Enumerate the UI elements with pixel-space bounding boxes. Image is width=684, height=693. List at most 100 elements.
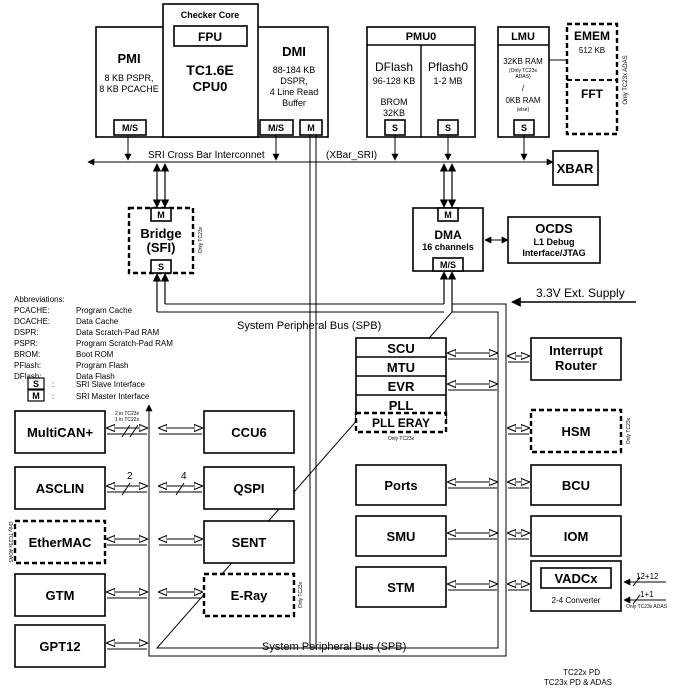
lmu-ram1: 32KB RAM xyxy=(503,57,543,66)
pmi-label: PMI xyxy=(117,51,140,66)
dflash-size: 96-128 KB xyxy=(373,76,416,86)
qspi-block xyxy=(203,466,295,510)
lmu-s-port-label: S xyxy=(521,123,527,133)
dma-m-port-label: M xyxy=(444,210,452,220)
ports-block xyxy=(355,464,447,506)
fft-label: FFT xyxy=(581,87,604,101)
xbar-label: XBAR xyxy=(557,161,594,176)
abbr-key-1: DCACHE: xyxy=(14,317,50,326)
dma-ms-port xyxy=(432,257,464,272)
abbr-master-value: SRI Master Interface xyxy=(76,392,150,401)
bridge-m-port-label: M xyxy=(157,210,165,220)
center-stack-frame xyxy=(355,337,447,420)
dmi-line4: Buffer xyxy=(282,98,306,108)
abbr-slave-box xyxy=(27,377,45,390)
dma-block: M DMA 16 channels M/S xyxy=(412,163,509,312)
hsm-block xyxy=(529,408,623,454)
lmu-ram2: 0KB RAM xyxy=(505,96,540,105)
pll-eray-block xyxy=(354,411,448,434)
sent-block xyxy=(203,520,295,564)
gtm-label: GTM xyxy=(46,588,75,603)
lmu-note3: (else) xyxy=(517,107,530,113)
hsm-label: HSM xyxy=(562,424,591,439)
multican-block xyxy=(14,410,106,454)
dmi-ms-port-label: M/S xyxy=(268,123,284,133)
pll-eray-label: PLL ERAY xyxy=(372,416,430,430)
abbreviations-legend: Abbreviations: PCACHE: Program Cache DCA… xyxy=(14,295,173,402)
vadc-label: VADCx xyxy=(554,571,598,586)
ccu6-label: CCU6 xyxy=(231,425,266,440)
pll-eray-note: Only TC23x xyxy=(388,436,415,442)
abbr-slave-key: S xyxy=(33,379,39,389)
abbr-value-4: Boot ROM xyxy=(76,350,114,359)
ethermac-note: Only TC23x ADAS xyxy=(7,521,13,563)
pflash-size: 1-2 MB xyxy=(433,76,462,86)
qspi-lanes: 4 xyxy=(181,471,187,482)
sri-bus-label: SRI Cross Bar Interconnet xyxy=(148,150,265,161)
mtu-label: MTU xyxy=(387,360,415,375)
abbr-key-4: BROM: xyxy=(14,350,40,359)
spb-bus: System Peripheral Bus (SPB) System Perip… xyxy=(145,303,507,657)
ocds-block: OCDS L1 Debug Interface/JTAG xyxy=(507,216,601,264)
footer: TC22x PD TC23x PD & ADAS xyxy=(544,668,612,687)
center-blocks: Ports SMU STM xyxy=(355,464,497,608)
abbr-key-3: PSPR: xyxy=(14,339,38,348)
interrupt-router-line1: Interrupt xyxy=(549,343,603,358)
dmi-line3: 4 Line Read xyxy=(270,87,319,97)
pmi-line1: 8 KB PSPR, xyxy=(104,73,153,83)
dmi-line1: 88-184 KB xyxy=(273,65,316,75)
footer-line2: TC23x PD & ADAS xyxy=(544,678,612,687)
multican-label: MultiCAN+ xyxy=(27,425,93,440)
abbr-key-6: DFlash: xyxy=(14,372,42,381)
cpu-sub-label: CPU0 xyxy=(193,79,228,94)
brom-label: BROM xyxy=(381,97,408,107)
multican-note2: 1 in TC22x xyxy=(115,417,140,423)
iom-block xyxy=(530,515,622,557)
scu-label: SCU xyxy=(387,341,414,356)
ccu6-block xyxy=(203,410,295,454)
abbr-value-0: Program Cache xyxy=(76,306,133,315)
supply-indicator: 3.3V Ext. Supply xyxy=(511,286,636,307)
asclin-label: ASCLIN xyxy=(36,481,84,496)
ethermac-label: EtherMAC xyxy=(29,535,92,550)
brom-size: 32KB xyxy=(383,108,405,118)
emem-fft-block: EMEM 512 KB FFT Only TC23x ADAS xyxy=(549,22,629,136)
dma-sub-label: 16 channels xyxy=(422,242,474,252)
bridge-note: Only TC23x xyxy=(198,226,204,253)
right-column: Interrupt Router HSM Only TC23x BCU IOM … xyxy=(508,337,668,612)
abbr-value-3: Program Scratch-Pad RAM xyxy=(76,339,173,348)
vadc-input1: 12+12 xyxy=(636,572,659,581)
pflash-s-port-label: S xyxy=(445,123,451,133)
asclin-block xyxy=(14,466,106,510)
supply-label: 3.3V Ext. Supply xyxy=(536,286,625,300)
ports-label: Ports xyxy=(384,478,417,493)
dmi-m-port xyxy=(299,119,323,136)
lmu-note2: ADAS) xyxy=(515,74,531,80)
vadc-input2-note: Only TC23x ADAS xyxy=(626,604,668,610)
dma-label: DMA xyxy=(434,228,462,242)
dma-ms-port-label: M/S xyxy=(440,260,456,270)
sent-label: SENT xyxy=(232,535,267,550)
abbreviations-title: Abbreviations: xyxy=(14,295,65,304)
pmu-title: PMU0 xyxy=(406,31,437,43)
dflash-label: DFlash xyxy=(375,60,413,74)
iom-label: IOM xyxy=(564,529,589,544)
ocds-line1: L1 Debug xyxy=(533,237,574,247)
sri-bus-name: (XBar_SRI) xyxy=(326,150,377,161)
qspi-label: QSPI xyxy=(233,481,264,496)
bridge-sub-label: (SFI) xyxy=(147,240,176,255)
gpt12-label: GPT12 xyxy=(39,639,80,654)
stm-block xyxy=(355,566,447,608)
fpu-block xyxy=(173,25,248,47)
eray-label: E-Ray xyxy=(231,588,269,603)
pll-label: PLL xyxy=(389,398,414,413)
ethermac-block xyxy=(13,519,107,565)
abbr-key-0: PCACHE: xyxy=(14,306,50,315)
spb-bottom-label: System Peripheral Bus (SPB) xyxy=(262,641,406,653)
lmu-slash: / xyxy=(522,84,525,93)
gtm-block xyxy=(14,573,106,617)
vadc-inner xyxy=(540,567,612,589)
pmi-line2: 8 KB PCACHE xyxy=(99,84,159,94)
dmi-label: DMI xyxy=(282,44,306,59)
